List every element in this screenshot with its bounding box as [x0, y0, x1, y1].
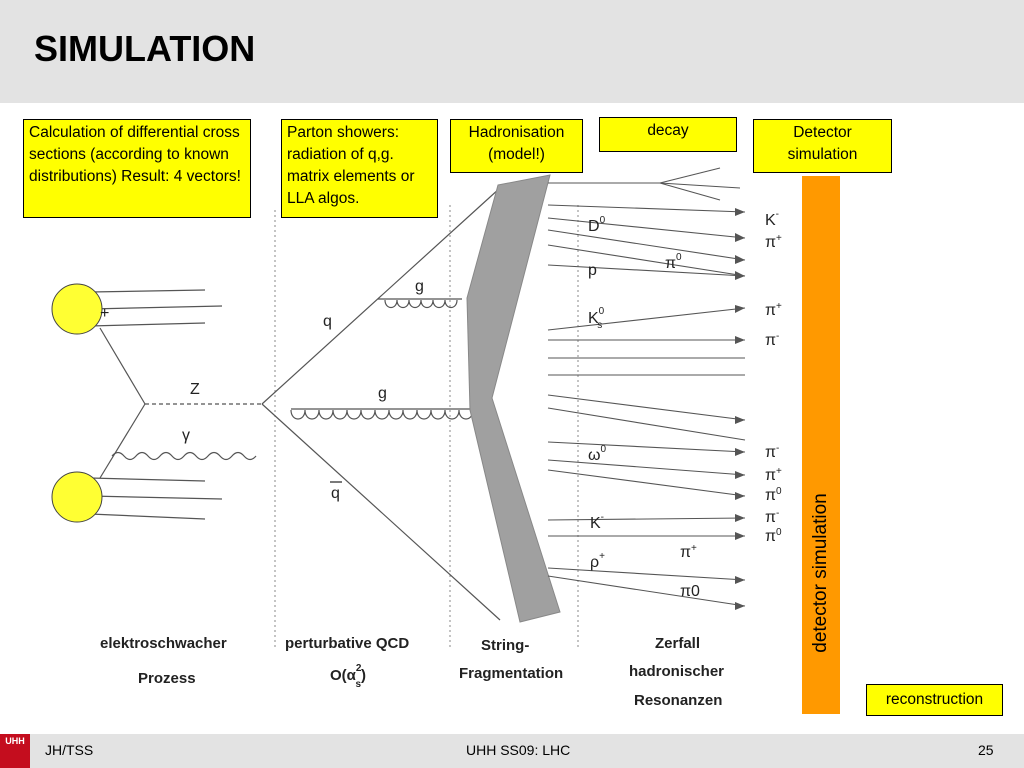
- photon-line: [111, 451, 257, 461]
- detector-simulation-box: Detector simulation: [753, 119, 892, 173]
- omega-label: ω0: [588, 444, 607, 464]
- detector-simulation-bar-label: detector simulation: [810, 493, 831, 653]
- string-band: [466, 174, 561, 623]
- qbar-label: q: [331, 485, 340, 502]
- arrow-heads: [735, 208, 745, 610]
- footer-bar: [0, 734, 1024, 768]
- event-simulation-diagram: + Z γ q q g g: [51, 167, 782, 709]
- footer-author: JH/TSS: [45, 742, 94, 758]
- caption-sf-line1: String-: [481, 637, 529, 654]
- gluon-middle-label: g: [378, 385, 387, 402]
- hadronisation-box: Hadronisation (model!): [450, 119, 583, 173]
- proton-bottom: [51, 471, 223, 523]
- quark-line-out: [261, 187, 501, 405]
- quark-line-in-top: [99, 327, 146, 405]
- right-pi-1-label: π+: [765, 233, 782, 251]
- gluon-middle: [290, 408, 475, 420]
- reconstruction-box: reconstruction: [866, 684, 1003, 716]
- caption-zr-line1: Zerfall: [655, 635, 700, 652]
- q-label: q: [323, 313, 332, 330]
- right-pi-4-label: π-: [765, 443, 779, 461]
- caption-ew-line2: Prozess: [138, 670, 196, 687]
- slide-title: SIMULATION: [34, 28, 256, 69]
- right-pi-3-label: π-: [765, 331, 779, 349]
- footer-page-number: 25: [978, 742, 994, 758]
- right-pi-2-label: π+: [765, 301, 782, 319]
- caption-zr-line3: Resonanzen: [634, 692, 722, 709]
- calculation-box: Calculation of differential cross sectio…: [23, 119, 251, 218]
- rho-label: ρ+: [590, 551, 605, 571]
- pi-plus-mid-label: π+: [680, 543, 697, 561]
- right-pi-5-label: π+: [765, 466, 782, 484]
- caption-pqcd-line1: perturbative QCD: [285, 635, 409, 652]
- quark-line-in-bottom: [99, 403, 146, 479]
- z-label: Z: [190, 381, 200, 398]
- gluon-top-label: g: [415, 278, 424, 295]
- gamma-label: γ: [182, 427, 190, 444]
- detector-simulation-bar: [802, 176, 840, 714]
- gluon-top: [378, 298, 462, 309]
- caption-ew-line1: elektroschwacher: [100, 635, 227, 652]
- caption-sf-line2: Fragmentation: [459, 665, 563, 682]
- plus-label: +: [100, 305, 109, 322]
- antiquark-line-out: [261, 403, 501, 621]
- proton-label: p: [588, 262, 597, 279]
- pi0-b-label: π0: [680, 583, 700, 600]
- parton-shower-box: Parton showers: radiation of q,g. matrix…: [281, 119, 438, 218]
- right-pi-6-label: π0: [765, 486, 782, 504]
- right-k-label: K-: [765, 209, 779, 229]
- right-pi-7-label: π-: [765, 508, 779, 526]
- hadron-lines: [547, 167, 746, 607]
- decay-box: decay: [599, 117, 737, 152]
- footer-course: UHH SS09: LHC: [466, 742, 571, 758]
- kminus-label: K-: [590, 512, 604, 532]
- d0-label: D0: [588, 215, 606, 235]
- right-pi-8-label: π0: [765, 527, 782, 545]
- header-bar: [0, 0, 1024, 103]
- university-logo: UHH: [0, 734, 30, 768]
- caption-zr-line2: hadronischer: [629, 663, 724, 680]
- proton-top: [51, 283, 223, 335]
- pi0-a-label: π0: [665, 252, 682, 272]
